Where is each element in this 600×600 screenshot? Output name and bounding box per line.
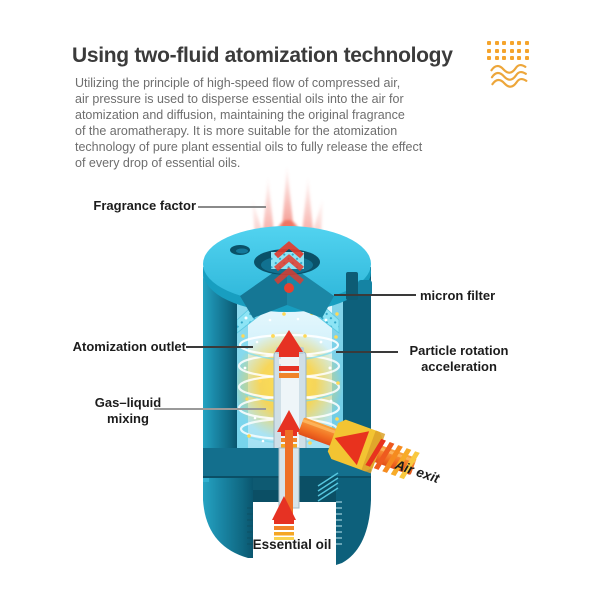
thread-details bbox=[247, 472, 342, 545]
mist-outlet-hole bbox=[254, 249, 320, 275]
device-body bbox=[203, 267, 371, 565]
fragrance-factor-leader-line bbox=[198, 206, 266, 208]
label-atomization-outlet: Atomization outlet bbox=[72, 339, 186, 354]
air-flow-arrowhead bbox=[334, 431, 370, 466]
label-gas-liquid-mixing: Gas–liquid mixing bbox=[94, 395, 162, 426]
vent-hole bbox=[230, 245, 250, 255]
gas-liquid-leader-line bbox=[154, 408, 266, 410]
atomization-outlet-leader-line bbox=[186, 346, 253, 348]
oil-feed-tube bbox=[278, 430, 300, 515]
label-particle-rotation: Particle rotation acceleration bbox=[409, 343, 509, 374]
particle-rotation-leader-line bbox=[336, 351, 398, 353]
atomization-chamber bbox=[233, 247, 343, 453]
cutaway-front-walls bbox=[203, 278, 371, 502]
description-text: Utilizing the principle of high-speed fl… bbox=[75, 75, 423, 170]
micron-filter-leader-line bbox=[334, 294, 416, 296]
mixing-nozzle bbox=[273, 347, 307, 453]
label-fragrance-factor: Fragrance factor bbox=[93, 198, 196, 213]
upward-flow-arrow bbox=[275, 330, 303, 378]
waves-icon bbox=[490, 63, 528, 88]
dots-grid-icon bbox=[487, 41, 533, 60]
fragrance-mist bbox=[252, 165, 323, 280]
particle-sparkles bbox=[241, 310, 340, 445]
device-top-cap bbox=[203, 226, 372, 318]
label-micron-filter: micron filter bbox=[420, 288, 496, 303]
micron-filter-mesh bbox=[236, 247, 340, 334]
mist-chevron-arrows bbox=[274, 241, 304, 293]
particle-swirl-rings bbox=[237, 333, 341, 444]
page-title: Using two-fluid atomization technology bbox=[72, 44, 453, 68]
label-essential-oil: Essential oil bbox=[252, 537, 332, 552]
mixing-flow-arrow bbox=[277, 410, 301, 448]
tube-fitting-nut bbox=[327, 419, 384, 472]
label-air-exit: Air exit bbox=[393, 457, 442, 487]
essential-oil-arrow bbox=[272, 496, 296, 540]
